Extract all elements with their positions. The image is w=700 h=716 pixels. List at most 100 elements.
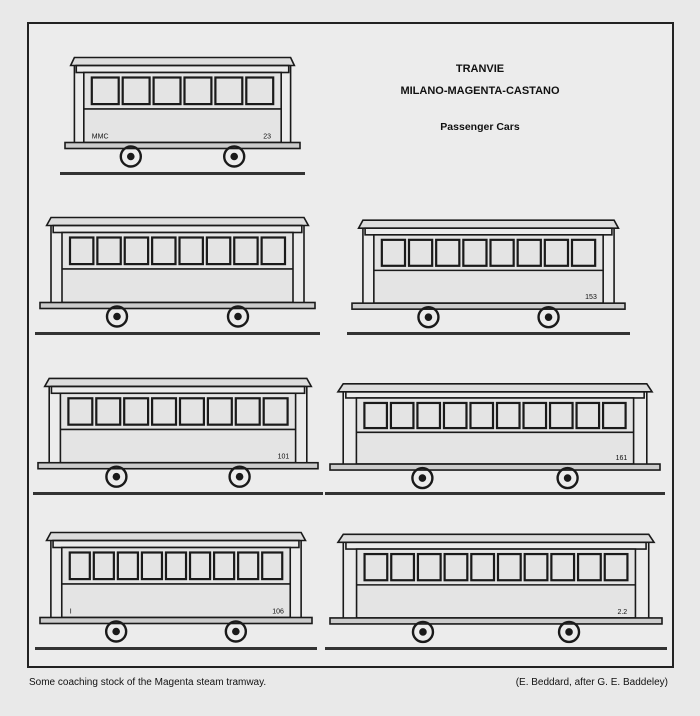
window [522, 401, 548, 430]
wheel [104, 620, 128, 643]
tram-car-3: 153 [347, 219, 630, 335]
wheel [557, 620, 581, 644]
window [489, 238, 515, 267]
window [96, 236, 122, 266]
window [121, 76, 151, 106]
window [462, 238, 488, 267]
window [151, 236, 177, 266]
wheel [556, 466, 579, 490]
car-number: 101 [278, 454, 290, 461]
car-label-left: I [70, 609, 72, 616]
car-label-left: MMC [92, 134, 109, 141]
window [178, 397, 205, 426]
window [390, 552, 416, 582]
window [495, 401, 521, 430]
wheel [222, 145, 246, 168]
window [363, 552, 389, 582]
wheel [119, 145, 143, 168]
window [548, 401, 574, 430]
window [234, 397, 261, 426]
subtitle: Passenger Cars [440, 121, 520, 133]
wheel [105, 465, 128, 488]
window [435, 238, 461, 267]
window [237, 551, 260, 581]
figure-caption: Some coaching stock of the Magenta steam… [29, 677, 267, 688]
window [389, 401, 415, 430]
window [570, 238, 597, 267]
car-number: 106 [272, 609, 284, 616]
window [123, 397, 150, 426]
window [380, 238, 407, 267]
rail [33, 492, 323, 495]
window [469, 401, 495, 430]
window [178, 236, 204, 266]
window [212, 551, 236, 581]
wheel [417, 305, 440, 329]
car-number: 2.2 [617, 609, 627, 616]
window [245, 76, 275, 106]
window [496, 552, 522, 582]
rail [347, 332, 630, 335]
tram-car-2 [35, 216, 320, 335]
window [416, 401, 442, 430]
window [95, 397, 122, 426]
window [188, 551, 212, 581]
window [416, 552, 442, 582]
wheel [105, 305, 129, 328]
window [261, 551, 284, 581]
window [550, 552, 576, 582]
window [67, 397, 94, 426]
tram-car-7: 2.2 [325, 533, 667, 650]
window [151, 397, 178, 426]
tram-car-1: MMC 23 [60, 56, 305, 175]
window [575, 401, 601, 430]
rail [35, 647, 317, 650]
window [164, 551, 188, 581]
rail [60, 172, 305, 175]
wheel [411, 620, 435, 644]
window [183, 76, 213, 106]
wheel [228, 465, 251, 488]
window [214, 76, 244, 106]
window [68, 236, 95, 266]
tram-car-4: 101 [33, 377, 323, 495]
window [516, 238, 542, 267]
rail [35, 332, 320, 335]
window [576, 552, 602, 582]
wheel [411, 466, 434, 490]
window [407, 238, 434, 267]
rail [325, 492, 665, 495]
wheel [224, 620, 248, 643]
window [443, 552, 469, 582]
window [206, 397, 233, 426]
tram-car-5: 161 [325, 383, 665, 495]
window [363, 401, 389, 430]
window [601, 401, 627, 430]
title-line-2: MILANO-MAGENTA-CASTANO [400, 85, 560, 97]
window [543, 238, 570, 267]
rail [325, 647, 667, 650]
window [90, 76, 120, 106]
window [260, 236, 287, 266]
title-line-1: TRANVIE [455, 63, 505, 75]
figure-credit: (E. Beddard, after G. E. Baddeley) [515, 677, 668, 688]
window [123, 236, 150, 266]
window [262, 397, 289, 426]
window [68, 551, 91, 581]
car-number: 161 [616, 455, 628, 462]
window [233, 236, 259, 266]
window [140, 551, 164, 581]
wheel [537, 305, 560, 329]
window [152, 76, 182, 106]
car-number: 153 [585, 294, 597, 301]
window [603, 552, 629, 582]
window [442, 401, 468, 430]
car-number: 23 [263, 134, 271, 141]
tram-car-6: I 106 [35, 531, 317, 650]
wheel [226, 305, 250, 328]
window [205, 236, 232, 266]
window [92, 551, 115, 581]
window [116, 551, 140, 581]
window [523, 552, 549, 582]
